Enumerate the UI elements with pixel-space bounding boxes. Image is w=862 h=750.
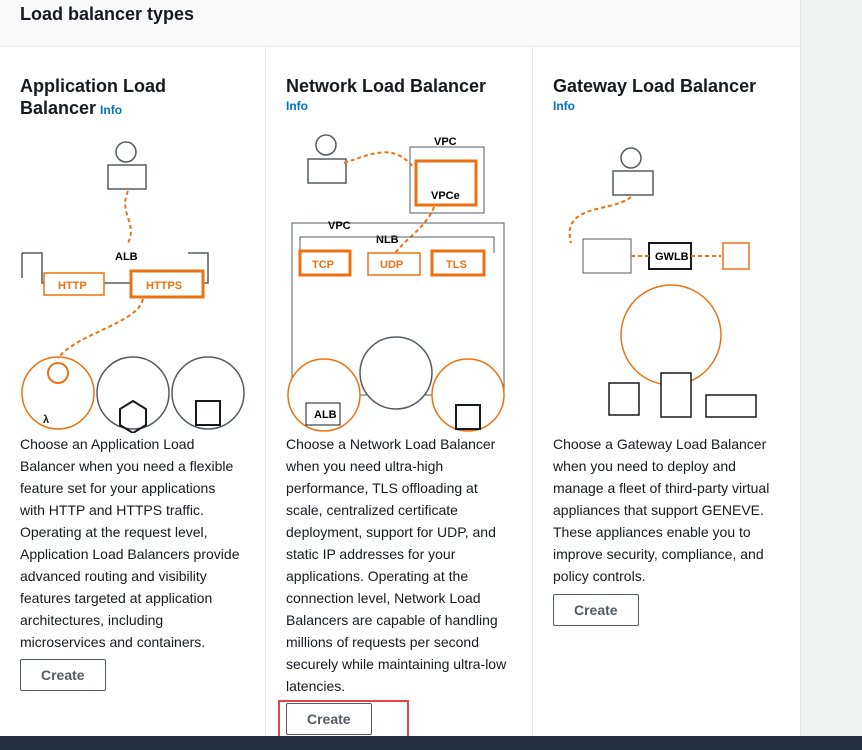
lambda-target-icon xyxy=(21,356,95,430)
panel-header: Load balancer types xyxy=(0,0,800,47)
alb-target-label: ALB xyxy=(314,409,337,421)
load-balancer-types-panel: Load balancer types Application Load Bal… xyxy=(0,0,801,736)
nlb-diagram: VPC VPCe VPC NLB TCP UDP TLS ALB xyxy=(287,134,505,432)
info-link[interactable]: Info xyxy=(553,99,575,113)
https-label: HTTPS xyxy=(146,280,182,292)
checklist-icon xyxy=(660,372,692,418)
card-description: Choose a Network Load Balancer when you … xyxy=(286,436,507,694)
alb-diagram: ALB HTTP HTTPS λ xyxy=(21,141,245,433)
alb-label: ALB xyxy=(115,251,138,263)
create-nlb-button[interactable]: Create xyxy=(286,703,372,735)
gwlb-diagram: GWLB xyxy=(568,147,757,418)
card-gateway-load-balancer: Gateway Load Balancer Info GWLB Choose a… xyxy=(533,47,800,736)
vpc-label-2: VPC xyxy=(328,220,351,232)
card-title: Network Load Balancer xyxy=(286,76,487,96)
create-alb-button[interactable]: Create xyxy=(20,659,106,691)
footer-bar xyxy=(0,736,862,750)
appliance-icon xyxy=(582,238,632,274)
instance-target-icon xyxy=(171,356,245,430)
section-title: Load balancer types xyxy=(20,4,195,24)
card-network-load-balancer: Network Load Balancer Info VPC VPCe VPC … xyxy=(266,47,533,736)
card-title: Gateway Load Balancer xyxy=(553,76,757,96)
container-target-icon xyxy=(96,356,170,430)
http-label: HTTP xyxy=(58,280,87,292)
info-link[interactable]: Info xyxy=(100,103,123,117)
udp-label: UDP xyxy=(380,259,403,271)
lock-icon xyxy=(608,382,640,416)
user-icon xyxy=(307,134,347,184)
svg-text:λ: λ xyxy=(43,414,49,426)
card-description: Choose a Gateway Load Balancer when you … xyxy=(553,436,770,584)
tcp-label: TCP xyxy=(312,259,334,271)
vpc-label: VPC xyxy=(434,136,457,148)
create-gwlb-button[interactable]: Create xyxy=(553,594,639,626)
nlb-label: NLB xyxy=(376,234,399,246)
info-link[interactable]: Info xyxy=(286,99,308,113)
tls-label: TLS xyxy=(446,259,467,271)
vpce-label: VPCe xyxy=(431,190,460,202)
user-icon xyxy=(107,141,147,190)
gwlb-label: GWLB xyxy=(655,251,689,263)
card-description: Choose an Application Load Balancer when… xyxy=(20,436,240,650)
user-icon xyxy=(612,147,654,196)
firewall-icon xyxy=(705,394,757,418)
